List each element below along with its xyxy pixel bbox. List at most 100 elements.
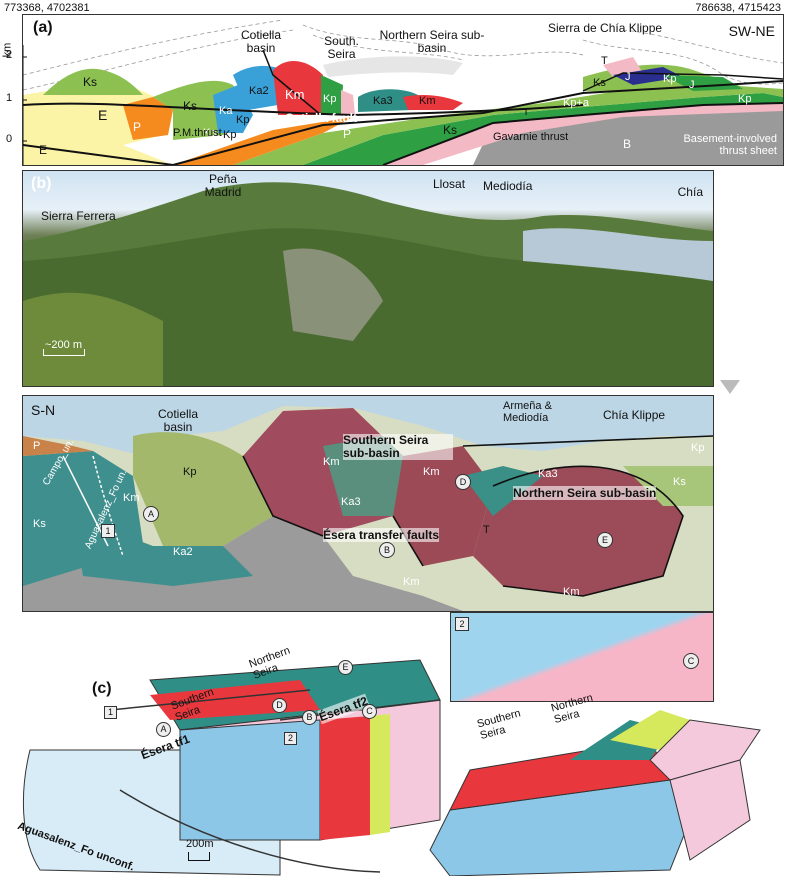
unit-Kp-band bbox=[303, 93, 783, 165]
unit-label-T-2: T bbox=[523, 107, 530, 118]
inset-marker-C: C bbox=[683, 653, 699, 669]
unit-Km bbox=[273, 60, 323, 115]
unit-J bbox=[613, 67, 683, 85]
eroded-horizons bbox=[23, 19, 783, 91]
unit-P-left bbox=[123, 97, 173, 140]
y-tick-0: 0 bbox=[6, 133, 13, 145]
block-diagram-c2 bbox=[429, 710, 761, 877]
interp-unit-P: P bbox=[33, 440, 41, 452]
unit-label-Km-2: Km bbox=[419, 95, 436, 107]
interp-label-esera: Ésera transfer faults bbox=[323, 528, 440, 542]
structure-basement-thrust: Basement-involved thrust sheet bbox=[683, 133, 777, 157]
block-scale-label: 200m bbox=[186, 838, 214, 850]
unit-T-mid bbox=[341, 90, 355, 115]
photo-scale-label: ~200 m bbox=[45, 339, 82, 351]
photo-label-sierra-ferrera: Sierra Ferrera bbox=[41, 209, 116, 223]
block-marker-E: E bbox=[338, 660, 353, 675]
interp-unit-Ks-2: Ks bbox=[673, 476, 686, 488]
unit-label-E-2: E bbox=[39, 143, 48, 157]
unit-label-Ka3: Ka3 bbox=[373, 95, 393, 107]
unit-label-P-2: P bbox=[343, 127, 352, 141]
thrust-lines bbox=[23, 49, 783, 165]
panel-a-place-2: Northern Seira sub-basin bbox=[379, 28, 485, 55]
unit-Km-right bbox=[403, 95, 463, 110]
unit-label-E: E bbox=[98, 107, 108, 123]
unit-label-B: B bbox=[623, 137, 632, 151]
panel-a-place-3: Sierra de Chía Klippe bbox=[548, 21, 663, 35]
panel-b-interp: S-N Cotiella basin Armeña & Mediodía Chí… bbox=[22, 395, 714, 612]
interp-unit-Kp-2: Kp bbox=[691, 442, 705, 454]
structure-pm-thrust: P.M.thrust bbox=[173, 127, 222, 139]
unit-Ks-band bbox=[233, 85, 783, 165]
photo-label-pena-madrid: Peña Madrid bbox=[204, 172, 242, 199]
unit-label-Ks-4: Ks bbox=[443, 123, 458, 137]
block-marker-D: D bbox=[272, 698, 287, 713]
panel-a-place-1: South. Seira bbox=[324, 34, 359, 61]
unit-Kp-klippe bbox=[663, 75, 743, 91]
photo-label-mediodia: Mediodía bbox=[483, 179, 533, 193]
panel-a-place-0: Cotiella basin bbox=[240, 28, 282, 55]
interp-unit-Kp: Kp bbox=[183, 466, 197, 478]
marker-B: B bbox=[379, 542, 395, 558]
y-tick-2: 2 bbox=[6, 49, 13, 61]
marker-A: A bbox=[143, 506, 159, 522]
panel-a-label: (a) bbox=[33, 19, 53, 36]
marker-1: 1 bbox=[101, 524, 115, 538]
marker-E: E bbox=[597, 532, 613, 548]
unit-label-Ka-2: Ka bbox=[203, 127, 217, 139]
interp-unit-Km-5: Km bbox=[563, 586, 580, 598]
block-diagram-c bbox=[22, 659, 441, 876]
unit-Ka2 bbox=[233, 65, 283, 110]
block-scale-bar bbox=[188, 852, 210, 861]
unit-label-Km: Km bbox=[285, 87, 305, 102]
block-marker-1: 1 bbox=[104, 706, 117, 719]
unit-Ks-hill bbox=[43, 68, 143, 95]
unit-label-Kp-2: Kp bbox=[323, 93, 337, 105]
inset-marker-2: 2 bbox=[455, 617, 469, 631]
photo-label-llosat: Llosat bbox=[433, 177, 466, 191]
unit-label-Kp-5: Kp bbox=[223, 129, 237, 141]
interp-label-northern-seira: Northern Seira sub-basin bbox=[513, 486, 657, 500]
unit-label-Ks: Ks bbox=[83, 75, 98, 89]
block-marker-A: A bbox=[156, 722, 171, 737]
interp-unit-Km: Km bbox=[123, 492, 140, 504]
interp-unit-Km-4: Km bbox=[403, 576, 420, 588]
unit-label-Kp+a: Kp+a bbox=[563, 97, 589, 109]
interp-unit-Ks: Ks bbox=[33, 518, 46, 530]
panel-b-photo: (b) Sierra Ferrera Peña Madrid Llosat Me… bbox=[22, 170, 714, 387]
interp-unit-Ka2: Ka2 bbox=[173, 546, 193, 558]
unit-label-P: P bbox=[133, 120, 142, 134]
unit-Ka3 bbox=[358, 89, 418, 112]
interp-unit-Ka3-2: Ka3 bbox=[538, 468, 558, 480]
block-marker-C: C bbox=[362, 704, 377, 719]
photo-scale-bar bbox=[43, 349, 85, 356]
eroded-seira bbox=[323, 56, 463, 77]
marker-D: D bbox=[455, 474, 471, 490]
photo-landscape bbox=[23, 182, 713, 386]
y-axis bbox=[23, 45, 27, 165]
structure-gavarnie-thrust: Gavarnie thrust bbox=[493, 131, 569, 143]
unit-Kp-mid bbox=[321, 75, 343, 115]
panel-b-inset: 2 C bbox=[450, 612, 714, 702]
panel-c-block2: Southern Seira Northern Seira bbox=[410, 692, 770, 877]
interp-unit-Ka3: Ka3 bbox=[341, 496, 361, 508]
coord-left: 773368, 4702381 bbox=[4, 2, 90, 14]
down-arrow-icon bbox=[720, 380, 740, 394]
unit-label-Kp: Kp bbox=[236, 114, 250, 126]
panel-a-orientation: SW-NE bbox=[728, 23, 775, 39]
coord-right: 786638, 4715423 bbox=[695, 2, 781, 14]
interp-label-armena: Armeña & Mediodía bbox=[503, 400, 552, 424]
unit-label-T: T bbox=[601, 55, 608, 67]
panel-b-label: (b) bbox=[31, 175, 52, 192]
unit-label-J: J bbox=[625, 71, 631, 83]
interp-label-chia-klippe: Chía Klippe bbox=[603, 408, 666, 422]
interp-unit-Km-3: Km bbox=[423, 466, 440, 478]
unit-label-Kp-4: Kp bbox=[738, 93, 752, 105]
interp-label-southern-seira: Southern Seira sub-basin bbox=[343, 434, 453, 460]
photo-label-chia: Chía bbox=[677, 185, 703, 199]
interpretation-diagram bbox=[23, 406, 713, 611]
interp-label-cotiella: Cotiella basin bbox=[157, 407, 199, 434]
interp-orientation: S-N bbox=[31, 402, 56, 418]
cross-section-a bbox=[23, 19, 783, 165]
unit-label-Ks-2: Ks bbox=[183, 99, 198, 113]
